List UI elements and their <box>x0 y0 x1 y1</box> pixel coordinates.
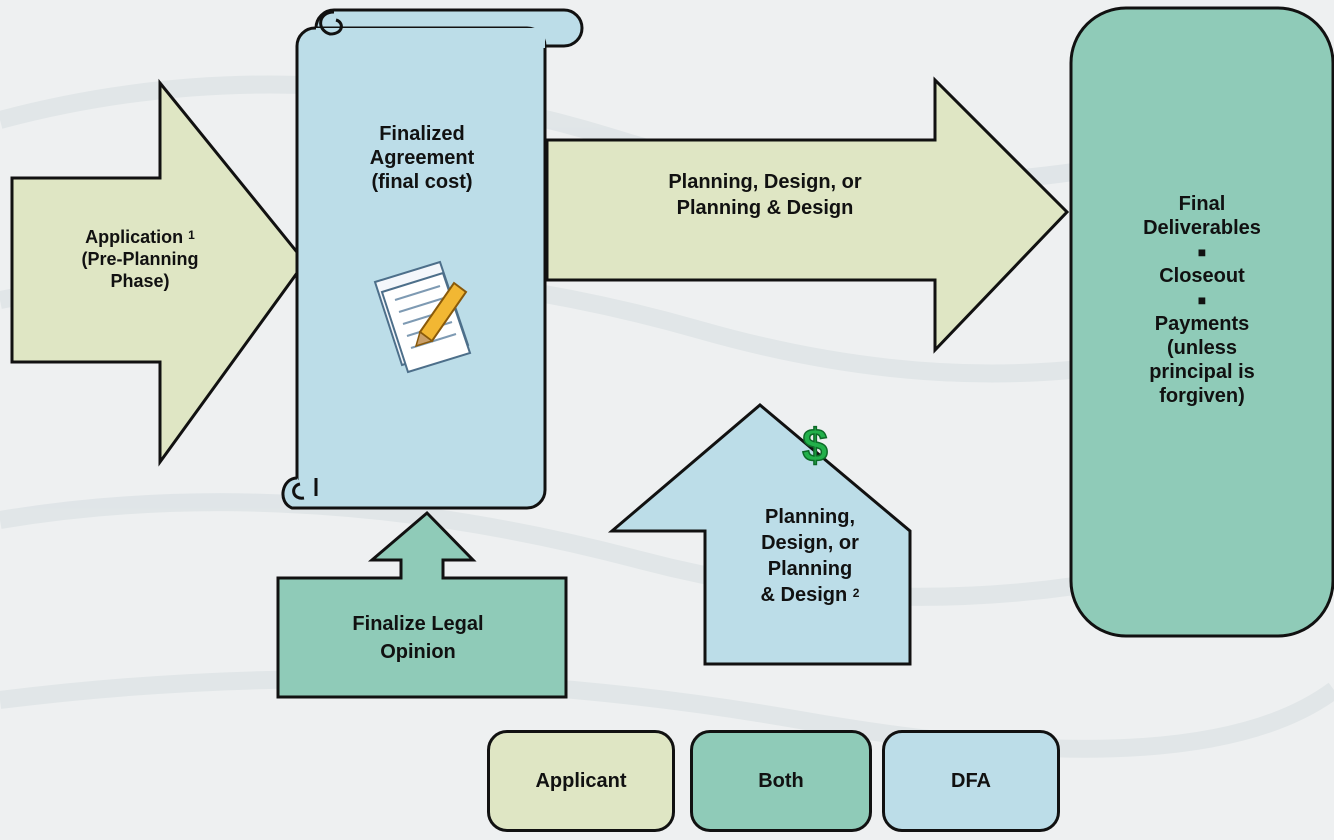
application-title: Application <box>85 227 184 247</box>
legal-opinion-label: Finalize Legal Opinion <box>352 613 484 663</box>
planning-arrow <box>545 76 1070 354</box>
planning-arrow-label: Planning, Design, or Planning & Design <box>668 171 862 219</box>
legal-opinion-arrow <box>276 510 568 699</box>
bullet-1: ■ <box>1197 244 1207 260</box>
final-line5: (unless principal is forgiven) <box>1149 337 1255 407</box>
application-subtitle: (Pre-Planning Phase) <box>81 249 199 291</box>
final-line1: Final <box>1178 193 1226 215</box>
application-label: Application 1 (Pre-Planning Phase) <box>40 226 240 292</box>
legend-applicant-label: Applicant <box>535 769 627 792</box>
agreement-scroll <box>281 8 584 510</box>
legend-dfa-label: DFA <box>951 769 991 792</box>
agreement-label: Finalized Agreement (final cost) <box>369 123 475 193</box>
funding-label: Planning, Design, or Planning & Design 2 <box>720 504 900 608</box>
bullet-2: ■ <box>1197 292 1207 308</box>
final-line4: Payments <box>1154 313 1250 335</box>
final-deliverables-box <box>1069 6 1334 638</box>
funding-footnote: 2 <box>852 586 860 600</box>
application-footnote: 1 <box>188 228 195 242</box>
final-deliverables-label: Final Deliverables ■ Closeout ■ Payments… <box>1121 192 1283 408</box>
funding-arrow <box>607 403 912 666</box>
dollar-icon: $ <box>801 419 828 471</box>
legend-both: Both <box>690 730 872 832</box>
final-line3: Closeout <box>1159 265 1245 287</box>
legend-both-label: Both <box>758 769 804 792</box>
funding-title-end: & Design <box>760 584 848 606</box>
legend-applicant: Applicant <box>487 730 675 832</box>
application-arrow <box>10 78 307 467</box>
document-pen-icon <box>373 260 472 374</box>
legend-dfa: DFA <box>882 730 1060 832</box>
funding-title: Planning, Design, or Planning <box>761 506 859 580</box>
final-line2: Deliverables <box>1143 217 1261 239</box>
